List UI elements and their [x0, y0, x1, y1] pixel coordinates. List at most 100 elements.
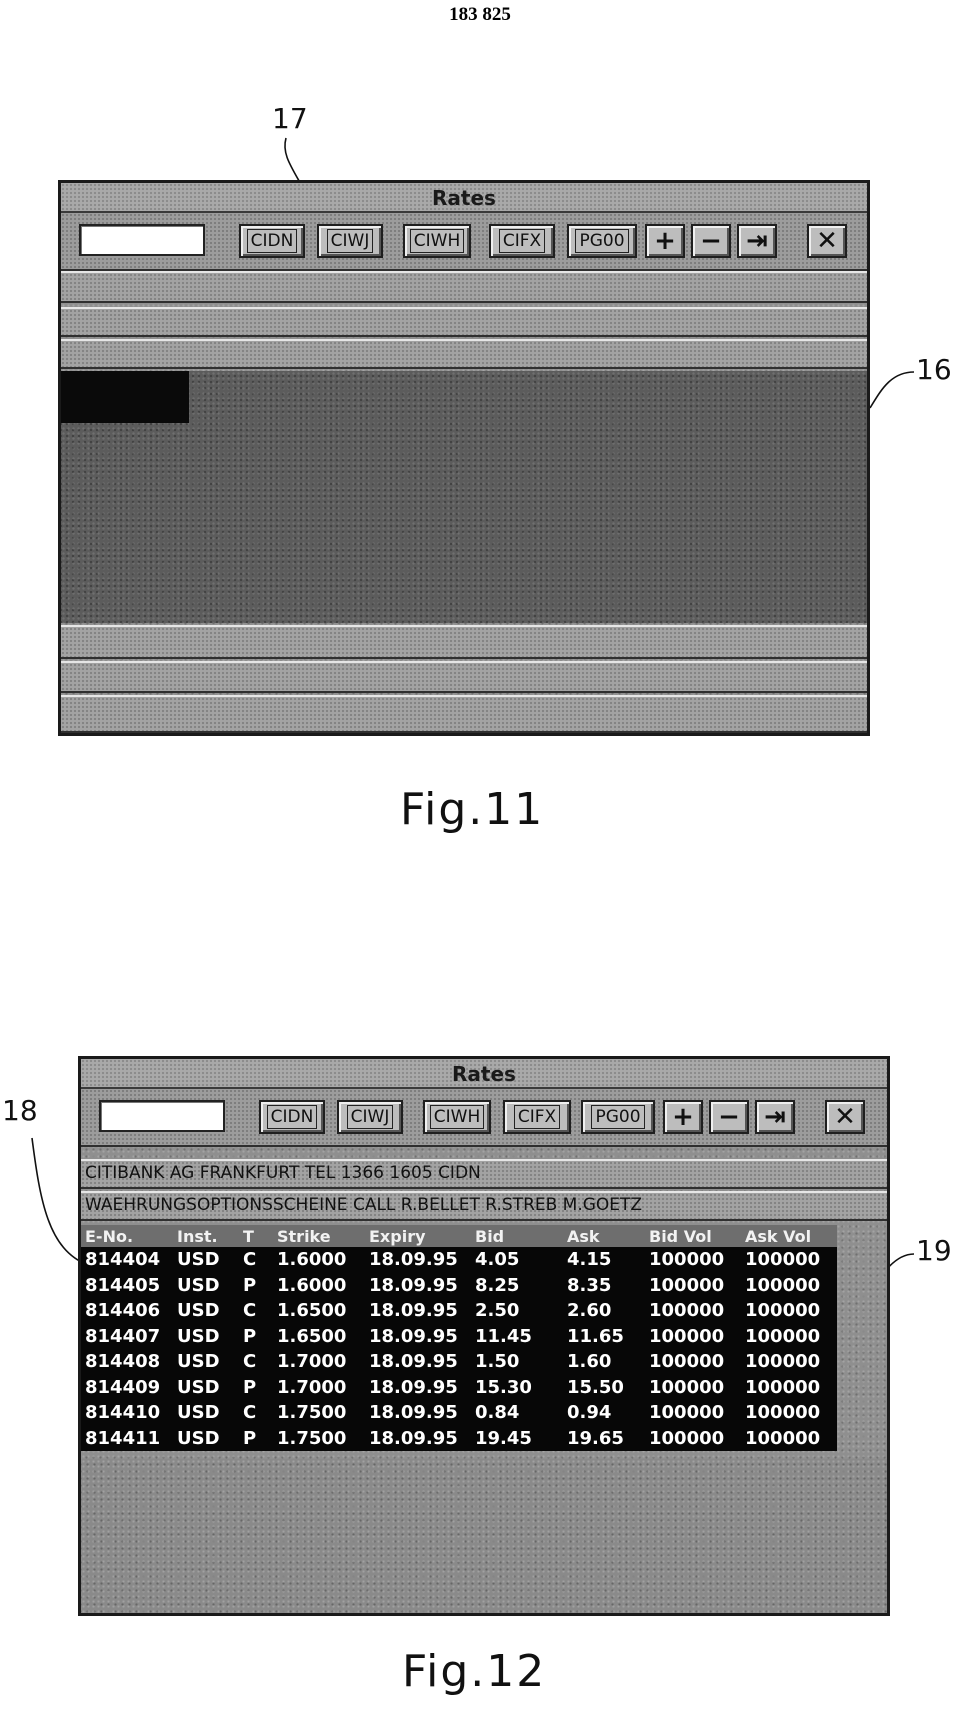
column-header[interactable]: Bid: [471, 1225, 563, 1247]
table-row[interactable]: 814406 USD C 1.6500 18.09.95 2.50 2.60 1…: [81, 1298, 837, 1324]
cell-ask: 0.94: [563, 1400, 645, 1426]
cidn-button[interactable]: CIDN: [259, 1100, 325, 1134]
cell-expiry: 18.09.95: [365, 1374, 471, 1400]
cell-ask: 11.65: [563, 1323, 645, 1349]
ref-label-16: 16: [916, 353, 952, 386]
cell-e-no: 814409: [81, 1374, 173, 1400]
cell-ask-vol: 100000: [741, 1272, 837, 1298]
column-header[interactable]: Ask: [563, 1225, 645, 1247]
cell-expiry: 18.09.95: [365, 1272, 471, 1298]
cidn-button[interactable]: CIDN: [239, 224, 305, 258]
cell-strike: 1.7000: [273, 1349, 365, 1375]
cell-strike: 1.6500: [273, 1323, 365, 1349]
ciwj-button[interactable]: CIWJ: [317, 224, 383, 258]
column-header[interactable]: Expiry: [365, 1225, 471, 1247]
table-row[interactable]: 814405 USD P 1.6000 18.09.95 8.25 8.35 1…: [81, 1272, 837, 1298]
column-header[interactable]: T: [239, 1225, 273, 1247]
cell-inst: USD: [173, 1374, 239, 1400]
close-icon[interactable]: ✕: [807, 224, 847, 258]
cell-ask-vol: 100000: [741, 1247, 837, 1273]
cell-e-no: 814404: [81, 1247, 173, 1273]
cell-bid-vol: 100000: [645, 1323, 741, 1349]
ciwj-button[interactable]: CIWJ: [337, 1100, 403, 1134]
rates-display-area[interactable]: [61, 371, 867, 623]
cifx-button[interactable]: CIFX: [503, 1100, 571, 1134]
cell-ask-vol: 100000: [741, 1349, 837, 1375]
cell-e-no: 814408: [81, 1349, 173, 1375]
column-header[interactable]: Strike: [273, 1225, 365, 1247]
rates-table: E-No. Inst. T Strike Expiry Bid Ask Bid …: [81, 1225, 837, 1451]
cifx-button[interactable]: CIFX: [489, 224, 555, 258]
toolbar: CIDN CIWJ CIWH CIFX PG00 + − ⇥ ✕: [61, 213, 867, 271]
cell-bid-vol: 100000: [645, 1272, 741, 1298]
toolbar: CIDN CIWJ CIWH CIFX PG00 + − ⇥ ✕: [81, 1089, 887, 1147]
rates-window-fig12: Rates CIDN CIWJ CIWH CIFX PG00 + − ⇥ ✕ C…: [78, 1056, 890, 1616]
cell-ask: 4.15: [563, 1247, 645, 1273]
page-number: 183 825: [449, 4, 511, 25]
cell-bid: 4.05: [471, 1247, 563, 1273]
cell-ask: 19.65: [563, 1425, 645, 1451]
plus-icon[interactable]: +: [645, 224, 685, 258]
cell-bid-vol: 100000: [645, 1425, 741, 1451]
table-row[interactable]: 814407 USD P 1.6500 18.09.95 11.45 11.65…: [81, 1323, 837, 1349]
info-row-1: [61, 271, 867, 303]
cell-strike: 1.7500: [273, 1425, 365, 1451]
ref-label-19: 19: [916, 1234, 952, 1267]
cell-type: C: [239, 1298, 273, 1324]
cell-e-no: 814407: [81, 1323, 173, 1349]
pg00-button[interactable]: PG00: [581, 1100, 655, 1134]
arrow-right-icon[interactable]: ⇥: [737, 224, 777, 258]
cell-ask-vol: 100000: [741, 1298, 837, 1324]
cell-inst: USD: [173, 1272, 239, 1298]
column-header[interactable]: Bid Vol: [645, 1225, 741, 1247]
plus-icon[interactable]: +: [663, 1100, 703, 1134]
column-header[interactable]: E-No.: [81, 1225, 173, 1247]
cell-bid-vol: 100000: [645, 1400, 741, 1426]
pg00-button[interactable]: PG00: [567, 224, 637, 258]
cell-ask: 15.50: [563, 1374, 645, 1400]
ref-label-18: 18: [2, 1094, 38, 1127]
cell-type: P: [239, 1374, 273, 1400]
arrow-right-icon[interactable]: ⇥: [755, 1100, 795, 1134]
cell-ask-vol: 100000: [741, 1374, 837, 1400]
table-row[interactable]: 814408 USD C 1.7000 18.09.95 1.50 1.60 1…: [81, 1349, 837, 1375]
cell-inst: USD: [173, 1425, 239, 1451]
window-titlebar[interactable]: Rates: [81, 1059, 887, 1089]
cell-bid: 0.84: [471, 1400, 563, 1426]
column-header[interactable]: Inst.: [173, 1225, 239, 1247]
cell-bid: 15.30: [471, 1374, 563, 1400]
cell-ask: 8.35: [563, 1272, 645, 1298]
minus-icon[interactable]: −: [691, 224, 731, 258]
code-input[interactable]: [79, 224, 205, 256]
cell-bid-vol: 100000: [645, 1349, 741, 1375]
ciwh-button[interactable]: CIWH: [423, 1100, 491, 1134]
table-row[interactable]: 814411 USD P 1.7500 18.09.95 19.45 19.65…: [81, 1425, 837, 1451]
table-row[interactable]: 814404 USD C 1.6000 18.09.95 4.05 4.15 1…: [81, 1247, 837, 1273]
info-row-2: [61, 307, 867, 337]
cell-ask: 2.60: [563, 1298, 645, 1324]
code-input[interactable]: [99, 1100, 225, 1132]
cell-strike: 1.6000: [273, 1247, 365, 1273]
cell-inst: USD: [173, 1298, 239, 1324]
cell-expiry: 18.09.95: [365, 1400, 471, 1426]
cell-type: C: [239, 1349, 273, 1375]
table-row[interactable]: 814410 USD C 1.7500 18.09.95 0.84 0.94 1…: [81, 1400, 837, 1426]
cell-type: P: [239, 1425, 273, 1451]
cell-bid: 19.45: [471, 1425, 563, 1451]
cell-type: C: [239, 1400, 273, 1426]
rates-lower-area[interactable]: [81, 1459, 887, 1613]
cell-expiry: 18.09.95: [365, 1323, 471, 1349]
status-row-2: [61, 661, 867, 693]
minus-icon[interactable]: −: [709, 1100, 749, 1134]
ciwh-button[interactable]: CIWH: [403, 224, 471, 258]
close-icon[interactable]: ✕: [825, 1100, 865, 1134]
window-titlebar[interactable]: Rates: [61, 183, 867, 213]
cell-bid-vol: 100000: [645, 1298, 741, 1324]
column-header[interactable]: Ask Vol: [741, 1225, 837, 1247]
cell-expiry: 18.09.95: [365, 1298, 471, 1324]
window-title: Rates: [432, 186, 496, 210]
ref-label-17: 17: [272, 102, 308, 135]
cell-e-no: 814406: [81, 1298, 173, 1324]
table-row[interactable]: 814409 USD P 1.7000 18.09.95 15.30 15.50…: [81, 1374, 837, 1400]
cell-inst: USD: [173, 1400, 239, 1426]
